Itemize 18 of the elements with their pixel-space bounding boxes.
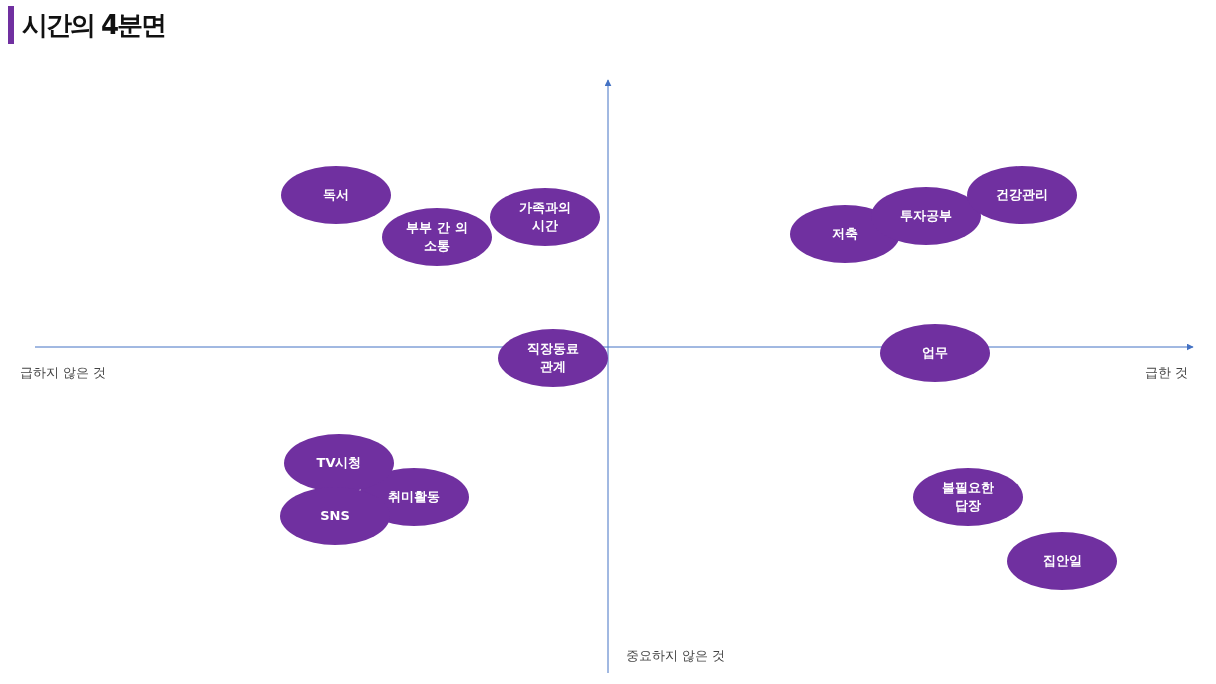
node-label: 직장동료 관계	[526, 340, 580, 376]
node-label: 투자공부	[900, 207, 952, 225]
node-label: 독서	[323, 186, 349, 204]
node-label: SNS	[320, 507, 350, 525]
axis-label: 급한 것	[1145, 364, 1189, 382]
title: 시간의 4분면	[8, 6, 166, 44]
node-label: 불필요한 답장	[941, 479, 995, 515]
node-label: 취미활동	[388, 488, 440, 506]
node-label: 저축	[832, 225, 858, 243]
node-label: 집안일	[1042, 552, 1082, 570]
node-label: 부부 간 의 소통	[405, 219, 469, 255]
ellipse-node	[490, 188, 600, 246]
node-label: TV시청	[316, 454, 362, 472]
node-label: 가족과의 시간	[518, 199, 572, 235]
node-label: 업무	[922, 344, 948, 362]
node-label: 건강관리	[996, 186, 1048, 204]
axis-label: 급하지 않은 것	[20, 364, 107, 382]
axis-label: 중요하지 않은 것	[626, 647, 726, 665]
